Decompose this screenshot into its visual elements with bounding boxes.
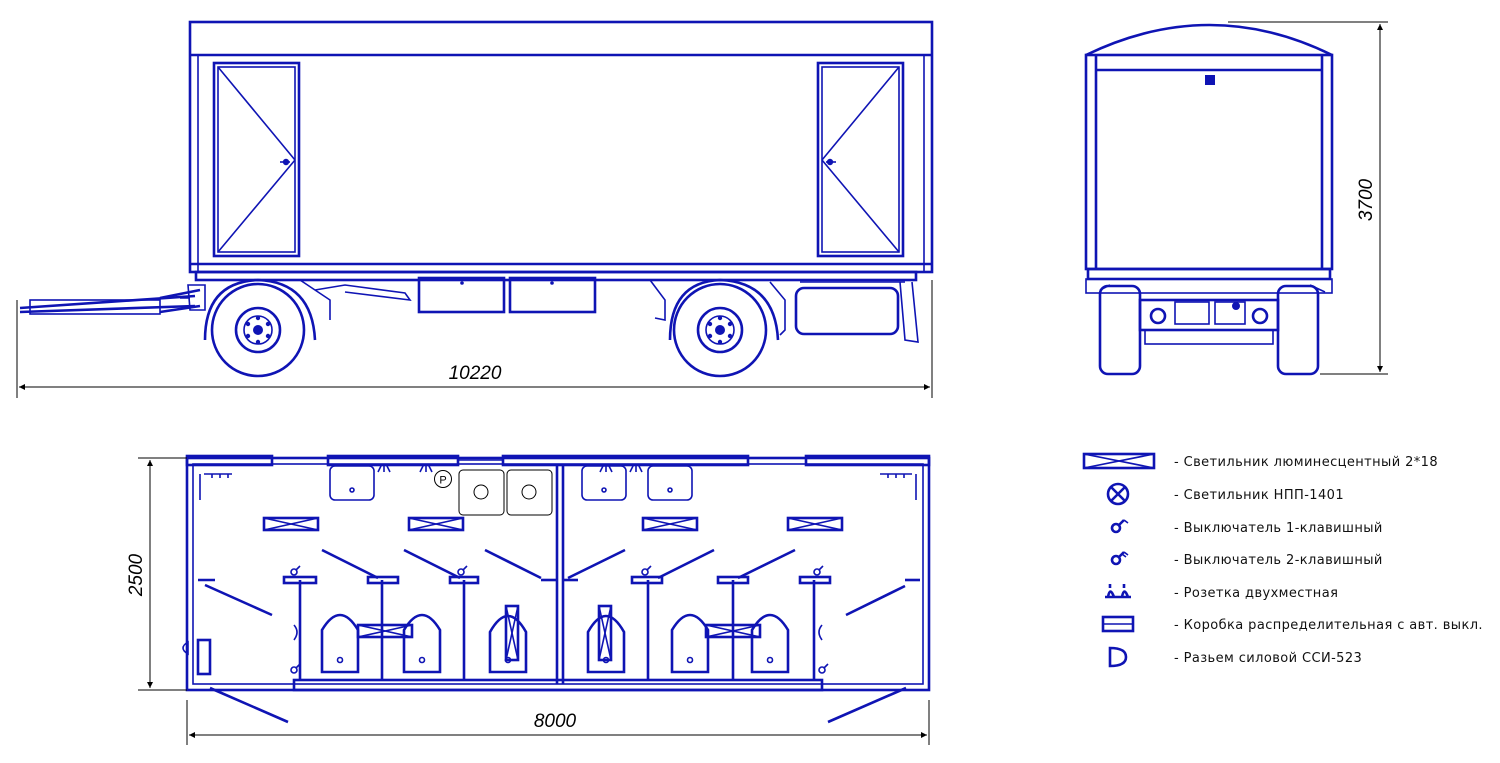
plan-sockets (377, 463, 643, 473)
rear-body (1084, 53, 1334, 271)
dim-side-length: 10220 (16, 280, 933, 398)
side-view: 10220 (16, 20, 934, 398)
tool-box-left (417, 276, 506, 314)
dim-plan-length: 8000 (186, 700, 930, 745)
plan-junction-box (196, 638, 212, 676)
npp-lamp-icon (1106, 482, 1130, 506)
plan-switches (290, 565, 829, 674)
power-connector-icon (1108, 646, 1128, 668)
double-socket-icon (1105, 584, 1131, 599)
tool-box-right (508, 276, 597, 314)
rear-right-wheel (1276, 284, 1320, 376)
stall-doors (321, 548, 796, 580)
legend: - Светильник люминесцентный 2*18 - Свети… (1082, 452, 1483, 668)
plan-lamps (262, 516, 844, 662)
legend-label-npp-lamp: - Светильник НПП-1401 (1174, 488, 1344, 503)
dim-plan-width: 2500 (126, 457, 187, 691)
legend-label-power-connector: - Разьем силовой ССИ-523 (1174, 651, 1362, 666)
side-body (188, 20, 934, 274)
legend-label-fluorescent-lamp: - Светильник люминесцентный 2*18 (1174, 455, 1438, 470)
front-wheel (203, 278, 317, 378)
toilets (320, 613, 790, 674)
dim-rear-height-value: 3700 (1356, 178, 1377, 221)
drawbar (19, 288, 201, 315)
panel-mark: Р (439, 475, 446, 487)
legend-label-junction-box: - Коробка распределительная с авт. выкл. (1174, 618, 1483, 633)
fluorescent-lamp-icon (1082, 452, 1156, 470)
junction-box-icon (1101, 615, 1135, 633)
dim-rear-height: 3700 (1228, 21, 1388, 375)
dim-plan-width-value: 2500 (126, 553, 147, 597)
rear-tank (794, 286, 900, 336)
rear-roof (1085, 23, 1333, 57)
dim-plan-length-value: 8000 (534, 711, 577, 732)
switch-1-icon (1110, 519, 1129, 534)
legend-label-switch-2: - Выключатель 2-клавишный (1174, 553, 1383, 568)
legend-label-double-socket: - Розетка двухместная (1174, 586, 1338, 601)
side-door-right (816, 61, 905, 258)
switch-2-icon (1110, 551, 1129, 566)
rear-left-wheel (1098, 284, 1142, 376)
wash-basins (329, 465, 693, 516)
plan-view: Р (126, 454, 931, 745)
side-door-left (212, 61, 301, 258)
rear-wheel (668, 278, 780, 378)
rear-view: 3700 (1084, 21, 1388, 376)
legend-label-switch-1: - Выключатель 1-клавишный (1174, 521, 1383, 536)
dim-side-length-value: 10220 (449, 363, 502, 384)
